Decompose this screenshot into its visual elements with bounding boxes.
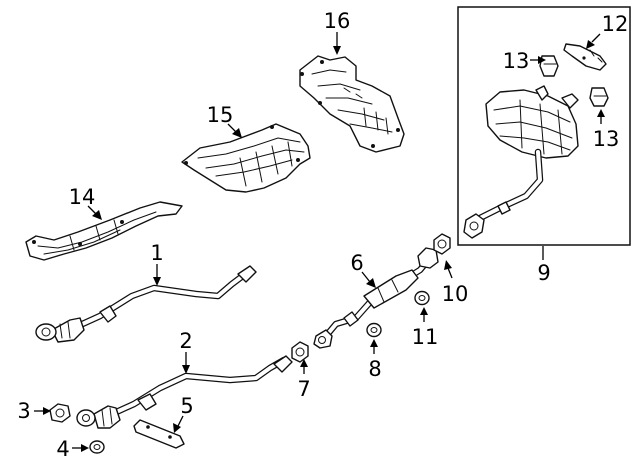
- part-2-pipe: [76, 355, 293, 429]
- callout-10: 10: [442, 282, 469, 306]
- callout-labels: 16 15 14 1 2 3 4 5 6 7 8 9 10 11 12 13 1…: [17, 9, 628, 461]
- callout-15: 15: [207, 103, 234, 127]
- part-7-gasket: [291, 341, 309, 363]
- part-9-detail-box: [457, 6, 631, 246]
- callout-1: 1: [150, 241, 163, 265]
- callout-11: 11: [412, 325, 439, 349]
- callout-3: 3: [17, 399, 30, 423]
- part-11-hanger: [414, 290, 430, 306]
- callout-13-a: 13: [503, 49, 530, 73]
- part-9-muffler: [463, 85, 579, 239]
- part-13-hanger-a: [539, 55, 559, 77]
- callout-16: 16: [324, 9, 351, 33]
- callout-7: 7: [297, 377, 310, 401]
- callout-9: 9: [537, 261, 550, 285]
- part-15-heat-shield: [181, 123, 311, 193]
- part-6-center-pipe: [313, 247, 439, 349]
- leader-lines: [34, 32, 605, 452]
- callout-2: 2: [179, 329, 192, 353]
- part-5-bracket: [133, 419, 185, 449]
- part-14-heat-shield: [25, 201, 183, 261]
- callout-12: 12: [602, 12, 629, 36]
- callout-8: 8: [368, 357, 381, 381]
- callout-13-b: 13: [593, 127, 620, 151]
- callout-5: 5: [180, 394, 193, 418]
- part-1-front-pipe: [35, 265, 257, 343]
- callout-6: 6: [350, 251, 363, 275]
- part-12-bracket: [563, 43, 607, 71]
- callout-4: 4: [56, 437, 69, 461]
- part-8-hanger: [366, 322, 382, 338]
- part-3-gasket: [49, 403, 71, 423]
- callout-14: 14: [69, 185, 96, 209]
- part-16-heat-shield: [299, 55, 405, 153]
- part-13-hanger-b: [589, 87, 609, 107]
- part-10-gasket: [433, 233, 451, 255]
- part-4-hanger: [89, 440, 105, 454]
